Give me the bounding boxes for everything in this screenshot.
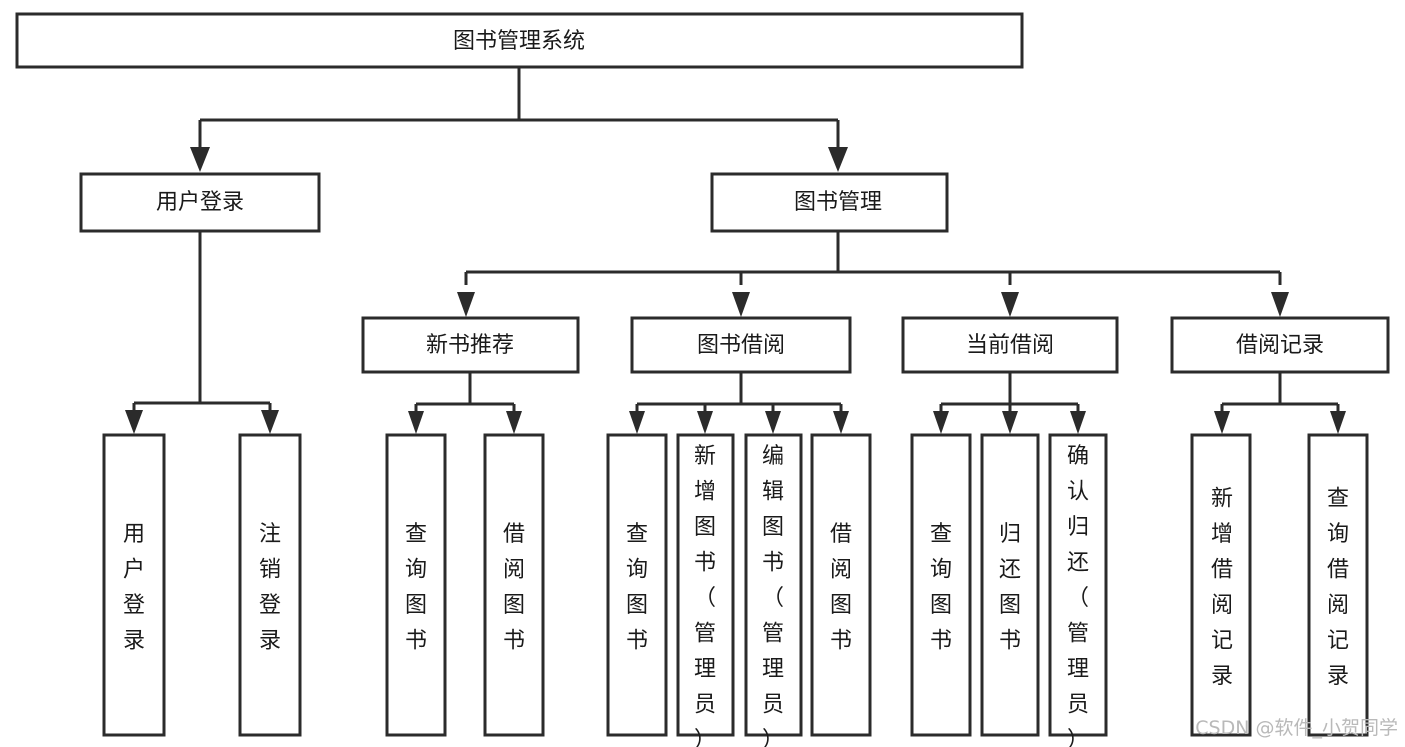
arrow-head-user-login	[190, 147, 210, 172]
leaf-user-logout-label: 注销登录	[259, 522, 281, 654]
leaf-query-book-3-box[interactable]	[910, 433, 972, 737]
node-borrow-record-label: 借阅记录	[1236, 333, 1324, 358]
node-user-login-box[interactable]	[79, 172, 321, 233]
leaf-edit-book-box[interactable]	[744, 433, 803, 737]
node-user-login-label: 用户登录	[156, 190, 244, 215]
arrow-head-leaf-query-record	[1330, 411, 1346, 434]
leaf-return-book-box[interactable]	[980, 433, 1040, 737]
arrow-head-leaf-borrow-book-2	[833, 411, 849, 434]
leaf-add-book-label: 新增图书（管理员）	[694, 444, 716, 747]
leaf-query-book-1-box[interactable]	[385, 433, 447, 737]
leaf-query-book-2-box[interactable]	[606, 433, 668, 737]
node-current-borrow[interactable]: 当前借阅	[901, 316, 1119, 374]
leaf-borrow-book-2-box[interactable]	[810, 433, 872, 737]
node-borrow-record-box[interactable]	[1170, 316, 1390, 374]
leaf-query-book-3-label: 查询图书	[930, 522, 952, 654]
node-book-manage[interactable]: 图书管理	[710, 172, 949, 233]
leaf-return-book[interactable]: 归还图书	[980, 433, 1040, 737]
arrow-head-leaf-query-book-3	[933, 411, 949, 434]
leaf-confirm-return[interactable]: 确认归还（管理员）	[1048, 433, 1108, 747]
leaf-add-record[interactable]: 新增借阅记录	[1190, 433, 1252, 737]
leaf-add-record-label: 新增借阅记录	[1211, 487, 1233, 690]
leaf-borrow-book-2-label: 借阅图书	[830, 522, 852, 654]
node-book-borrow[interactable]: 图书借阅	[630, 316, 852, 374]
leaf-borrow-book-2[interactable]: 借阅图书	[810, 433, 872, 737]
arrow-head-leaf-user-logout	[261, 410, 279, 434]
node-new-book-recommend-box[interactable]	[361, 316, 580, 374]
arrow-head-book-borrow	[732, 292, 750, 317]
leaf-user-logout-box[interactable]	[238, 433, 302, 737]
leaf-return-book-label: 归还图书	[999, 522, 1021, 654]
leaf-add-book[interactable]: 新增图书（管理员）	[676, 433, 735, 747]
leaf-borrow-book-1[interactable]: 借阅图书	[483, 433, 545, 737]
arrow-head-leaf-return-book	[1002, 411, 1018, 434]
node-root[interactable]: 图书管理系统	[15, 12, 1024, 69]
leaf-query-record-box[interactable]	[1307, 433, 1369, 737]
node-book-borrow-label: 图书借阅	[697, 333, 785, 358]
leaf-user-login-label: 用户登录	[123, 522, 145, 654]
node-borrow-record[interactable]: 借阅记录	[1170, 316, 1390, 374]
leaf-query-record[interactable]: 查询借阅记录	[1307, 433, 1369, 737]
leaf-query-record-label: 查询借阅记录	[1327, 487, 1349, 690]
node-new-book-recommend-label: 新书推荐	[426, 333, 514, 358]
arrow-head-leaf-query-book-1	[408, 411, 424, 434]
arrow-head-leaf-query-book-2	[629, 411, 645, 434]
leaf-borrow-book-1-label: 借阅图书	[503, 522, 525, 654]
node-book-borrow-box[interactable]	[630, 316, 852, 374]
connector-layer	[125, 67, 1346, 434]
leaf-user-login-box[interactable]	[102, 433, 166, 737]
arrow-head-leaf-add-record	[1214, 411, 1230, 434]
leaf-query-book-2[interactable]: 查询图书	[606, 433, 668, 737]
node-root-box[interactable]	[15, 12, 1024, 69]
arrow-head-current-borrow	[1001, 292, 1019, 317]
leaf-confirm-return-box[interactable]	[1048, 433, 1108, 737]
leaf-borrow-book-1-box[interactable]	[483, 433, 545, 737]
arrow-head-leaf-edit-book	[765, 411, 781, 434]
csdn-watermark: CSDN @软件_小贺同学	[1195, 717, 1398, 739]
leaf-query-book-2-label: 查询图书	[626, 522, 648, 654]
leaf-query-book-1-label: 查询图书	[405, 522, 427, 654]
arrow-head-leaf-add-book	[697, 411, 713, 434]
leaf-user-logout[interactable]: 注销登录	[238, 433, 302, 737]
arrow-head-book-manage	[828, 147, 848, 172]
leaf-confirm-return-label: 确认归还（管理员）	[1067, 444, 1089, 747]
arrow-head-borrow-record	[1271, 292, 1289, 317]
node-book-manage-box[interactable]	[710, 172, 949, 233]
leaf-edit-book-label: 编辑图书（管理员）	[762, 444, 784, 747]
arrow-head-leaf-confirm-return	[1070, 411, 1086, 434]
arrow-head-new-book-recommend	[457, 292, 475, 317]
leaf-add-record-box[interactable]	[1190, 433, 1252, 737]
arrow-head-leaf-user-login	[125, 410, 143, 434]
node-current-borrow-label: 当前借阅	[966, 333, 1054, 358]
leaf-user-login[interactable]: 用户登录	[102, 433, 166, 737]
node-new-book-recommend[interactable]: 新书推荐	[361, 316, 580, 374]
node-user-login[interactable]: 用户登录	[79, 172, 321, 233]
leaf-query-book-3[interactable]: 查询图书	[910, 433, 972, 737]
leaf-add-book-box[interactable]	[676, 433, 735, 737]
node-root-label: 图书管理系统	[453, 29, 585, 54]
arrow-head-leaf-borrow-book-1	[506, 411, 522, 434]
node-book-manage-label: 图书管理	[794, 190, 882, 215]
leaf-edit-book[interactable]: 编辑图书（管理员）	[744, 433, 803, 747]
node-current-borrow-box[interactable]	[901, 316, 1119, 374]
leaf-query-book-1[interactable]: 查询图书	[385, 433, 447, 737]
